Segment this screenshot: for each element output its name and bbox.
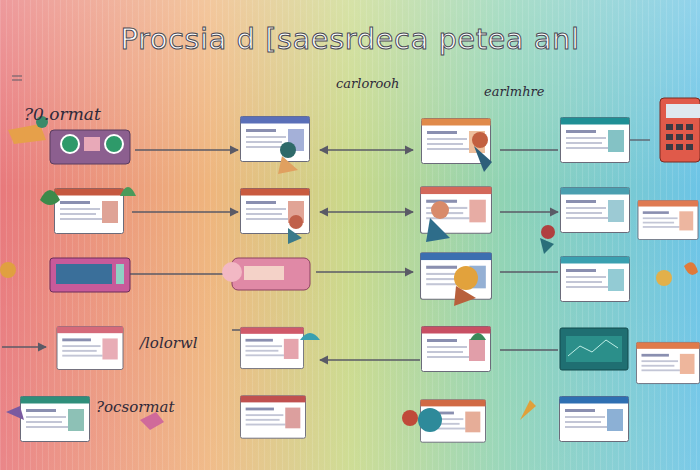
window-card <box>561 118 630 163</box>
figures <box>0 76 698 432</box>
calculator <box>660 98 700 162</box>
pink-device <box>222 258 310 290</box>
machine-panel <box>50 130 130 164</box>
keyboard-panel <box>50 258 130 292</box>
window-card <box>638 200 698 239</box>
window-card <box>636 342 699 383</box>
note-label: carlorooh <box>336 76 399 91</box>
note-label: /lolorwl <box>140 334 198 352</box>
note-label: earlmhre <box>484 84 544 99</box>
diagram-title: Procsia d [saesrdeca petea anl <box>0 22 700 56</box>
window-card <box>241 189 310 234</box>
window-card <box>21 397 90 442</box>
window-card <box>241 117 310 162</box>
window-card <box>55 189 124 234</box>
window-cards <box>21 117 700 443</box>
window-card <box>57 326 123 369</box>
window-card <box>422 327 491 372</box>
dark-panel <box>560 328 628 370</box>
window-card <box>561 257 630 302</box>
window-card <box>240 327 303 368</box>
note-label: ?ocsormat <box>96 398 175 416</box>
window-card <box>561 188 630 233</box>
note-label: ?0.ormat <box>24 104 101 124</box>
window-card <box>560 397 629 442</box>
window-card <box>240 396 305 438</box>
